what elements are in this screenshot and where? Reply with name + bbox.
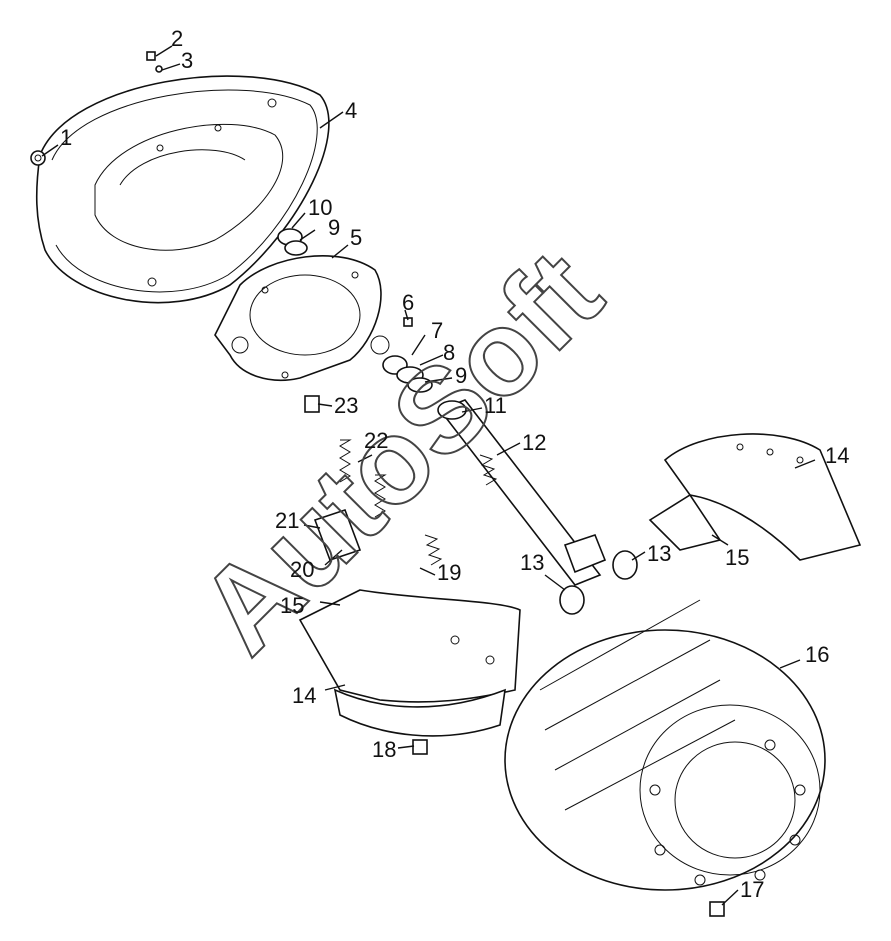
bolt-23 [304, 395, 320, 413]
callout-21: 21 [275, 508, 299, 533]
callout-12: 12 [522, 430, 546, 455]
callout-20: 20 [290, 557, 314, 582]
callout-13-right: 13 [647, 541, 671, 566]
callout-13-left: 13 [520, 550, 544, 575]
anchor-pin [313, 508, 362, 562]
bolt-2 [146, 51, 156, 61]
callout-labels: 1 2 3 4 5 6 7 8 9 9 10 11 12 13 13 14 14… [60, 26, 849, 902]
camshaft [437, 399, 607, 586]
callout-22: 22 [364, 428, 388, 453]
leader-lines [41, 45, 816, 906]
callout-16: 16 [805, 642, 829, 667]
callout-6: 6 [402, 290, 414, 315]
callout-1: 1 [60, 125, 72, 150]
callout-23: 23 [334, 393, 358, 418]
callout-8: 8 [443, 340, 455, 365]
callout-14-left: 14 [292, 683, 316, 708]
callout-14-right: 14 [825, 443, 849, 468]
upper-brake-shoe [648, 433, 862, 561]
plug-18 [412, 739, 428, 755]
callout-3: 3 [181, 48, 193, 73]
nut-1 [30, 150, 46, 166]
callout-2: 2 [171, 26, 183, 51]
roller-13-right [612, 550, 638, 580]
brake-spider [214, 255, 390, 382]
dust-shield-plate [35, 75, 330, 304]
callout-15-left: 15 [280, 593, 304, 618]
callout-10: 10 [308, 195, 332, 220]
roller-13-left [559, 585, 585, 615]
callout-11: 11 [484, 393, 507, 418]
callout-15-right: 15 [725, 545, 749, 570]
callout-4: 4 [345, 98, 357, 123]
return-springs [339, 439, 498, 566]
brake-drum [504, 599, 826, 891]
callout-18: 18 [372, 737, 396, 762]
callout-7: 7 [431, 318, 443, 343]
bolt-17 [709, 901, 725, 917]
callout-9-upper: 9 [328, 215, 340, 240]
lower-brake-shoe [298, 589, 521, 737]
callout-17: 17 [740, 877, 764, 902]
callout-9-lower: 9 [455, 363, 467, 388]
bushing-7-8-9 [382, 355, 433, 393]
bushing-10-9 [277, 228, 308, 256]
callout-5: 5 [350, 225, 362, 250]
callout-19: 19 [437, 560, 461, 585]
washer-3 [155, 65, 163, 73]
